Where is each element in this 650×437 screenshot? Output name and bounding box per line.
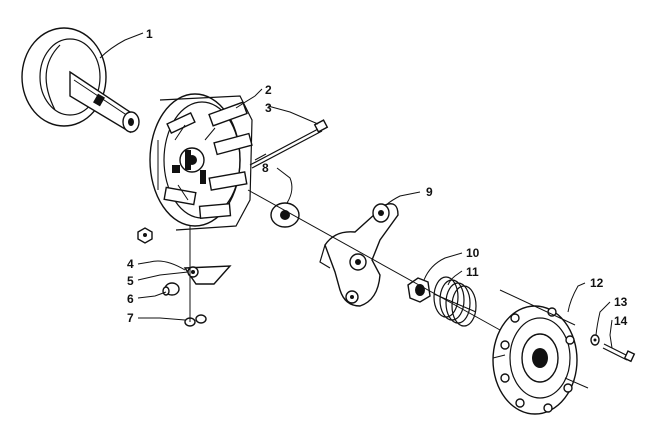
part-13-washer [590,334,600,346]
part-9-cam [319,203,399,307]
callout-12: 12 [590,276,604,290]
callout-11: 11 [466,265,479,279]
part-12-hub [492,289,589,415]
callout-1: 1 [146,27,153,41]
part-2-clutch-spider [149,93,253,231]
part-4-nut [137,227,153,244]
part-1-sheave-shaft [21,27,140,134]
part-10-nut [407,277,431,303]
callout-4: 4 [127,257,134,271]
leader-lines [99,32,613,349]
part-8-spacer [270,202,300,228]
part-11-spring [433,276,477,327]
callout-labels: 1 2 3 8 9 4 5 6 7 10 11 12 13 14 [127,27,628,328]
callout-8: 8 [262,161,269,175]
part-6-roller [162,282,180,296]
part-5-arm [183,265,232,285]
callout-5: 5 [127,274,134,288]
part-14-bolt [602,343,636,363]
callout-2: 2 [265,83,272,97]
callout-10: 10 [466,246,480,260]
callout-6: 6 [127,292,134,306]
callout-9: 9 [426,185,433,199]
callout-7: 7 [127,311,134,325]
callout-14: 14 [614,314,628,328]
callout-3: 3 [265,101,272,115]
part-3-bolt [249,119,329,169]
assembly-axis [247,189,501,331]
part-7-washers [184,314,207,327]
callout-13: 13 [614,295,628,309]
